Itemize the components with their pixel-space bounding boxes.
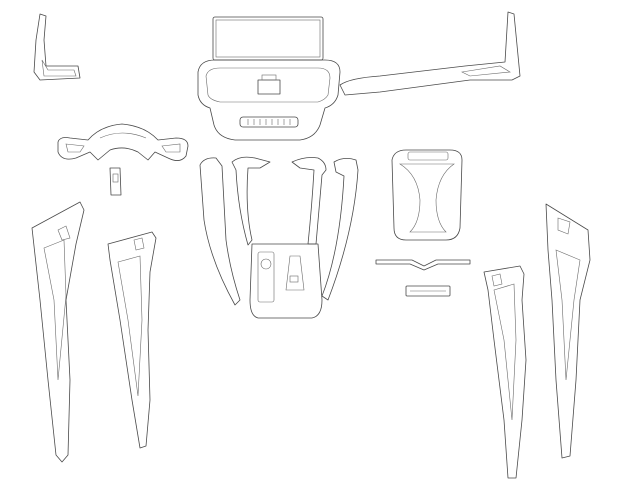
center-dash-bezel: [197, 59, 341, 141]
left-dash-end-trim: [33, 13, 81, 81]
steering-column-trim: [109, 167, 122, 196]
console-lid-cover: [391, 149, 463, 241]
right-rear-door-trim: [483, 265, 527, 479]
right-dash-strip: [339, 11, 521, 96]
center-console-trim: [199, 156, 359, 319]
right-front-door-trim: [545, 203, 591, 459]
left-front-door-trim: [31, 201, 85, 463]
left-rear-door-trim: [107, 231, 157, 449]
trim-strip-upper: [375, 259, 471, 271]
center-screen-film: [212, 16, 324, 61]
trim-strip-lower: [405, 285, 451, 297]
steering-wheel-trim: [57, 123, 189, 161]
